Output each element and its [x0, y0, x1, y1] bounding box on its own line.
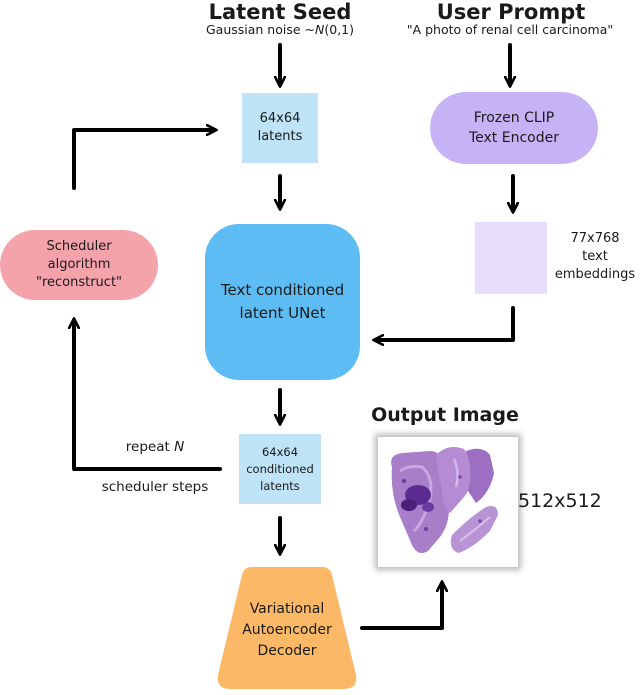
- text-embeddings-box: [475, 222, 547, 294]
- vae-decoder: Variational Autoencoder Decoder: [214, 578, 360, 683]
- latent-seed-heading: Latent Seed: [208, 0, 352, 24]
- latent-unet: Text conditioned latent UNet: [205, 224, 360, 380]
- user-prompt-description: "A photo of renal cell carcinoma": [406, 22, 614, 37]
- vae-decoder-label: Variational Autoencoder Decoder: [242, 601, 332, 659]
- text-embeddings-label: 77x768 text embeddings: [554, 231, 636, 282]
- clip-text-encoder-label: Frozen CLIP Text Encoder: [468, 110, 559, 146]
- arrow-scheduler-to-latents: [72, 130, 212, 190]
- conditioned-latents-label: 64x64 conditioned latents: [246, 444, 314, 493]
- arrow-embeddings-to-unet: [378, 306, 515, 340]
- latents-box: 64x64 latents: [242, 93, 318, 163]
- vae-decoder-shape: [217, 567, 357, 689]
- latent-seed-description: Gaussian noise ~N(0,1): [205, 22, 354, 37]
- arrow-conditioned-to-scheduler: [74, 323, 222, 471]
- conditioned-latents-box: 64x64 conditioned latents: [239, 434, 321, 504]
- repeat-steps-label: repeat N scheduler steps: [101, 439, 209, 495]
- latent-unet-label: Text conditioned latent UNet: [220, 281, 345, 322]
- clip-text-encoder: Frozen CLIP Text Encoder: [430, 92, 598, 164]
- latents-label: 64x64 latents: [257, 111, 303, 144]
- scheduler-label: Scheduler algorithm "reconstruct": [35, 239, 123, 290]
- scheduler-algorithm: Scheduler algorithm "reconstruct": [0, 230, 158, 300]
- output-size-label: 512x512: [518, 490, 602, 512]
- output-image-heading: Output Image: [371, 404, 519, 426]
- arrow-vae-to-output: [360, 586, 442, 630]
- output-image: [378, 437, 518, 567]
- user-prompt-heading: User Prompt: [436, 0, 586, 24]
- tissue-image: [391, 447, 498, 553]
